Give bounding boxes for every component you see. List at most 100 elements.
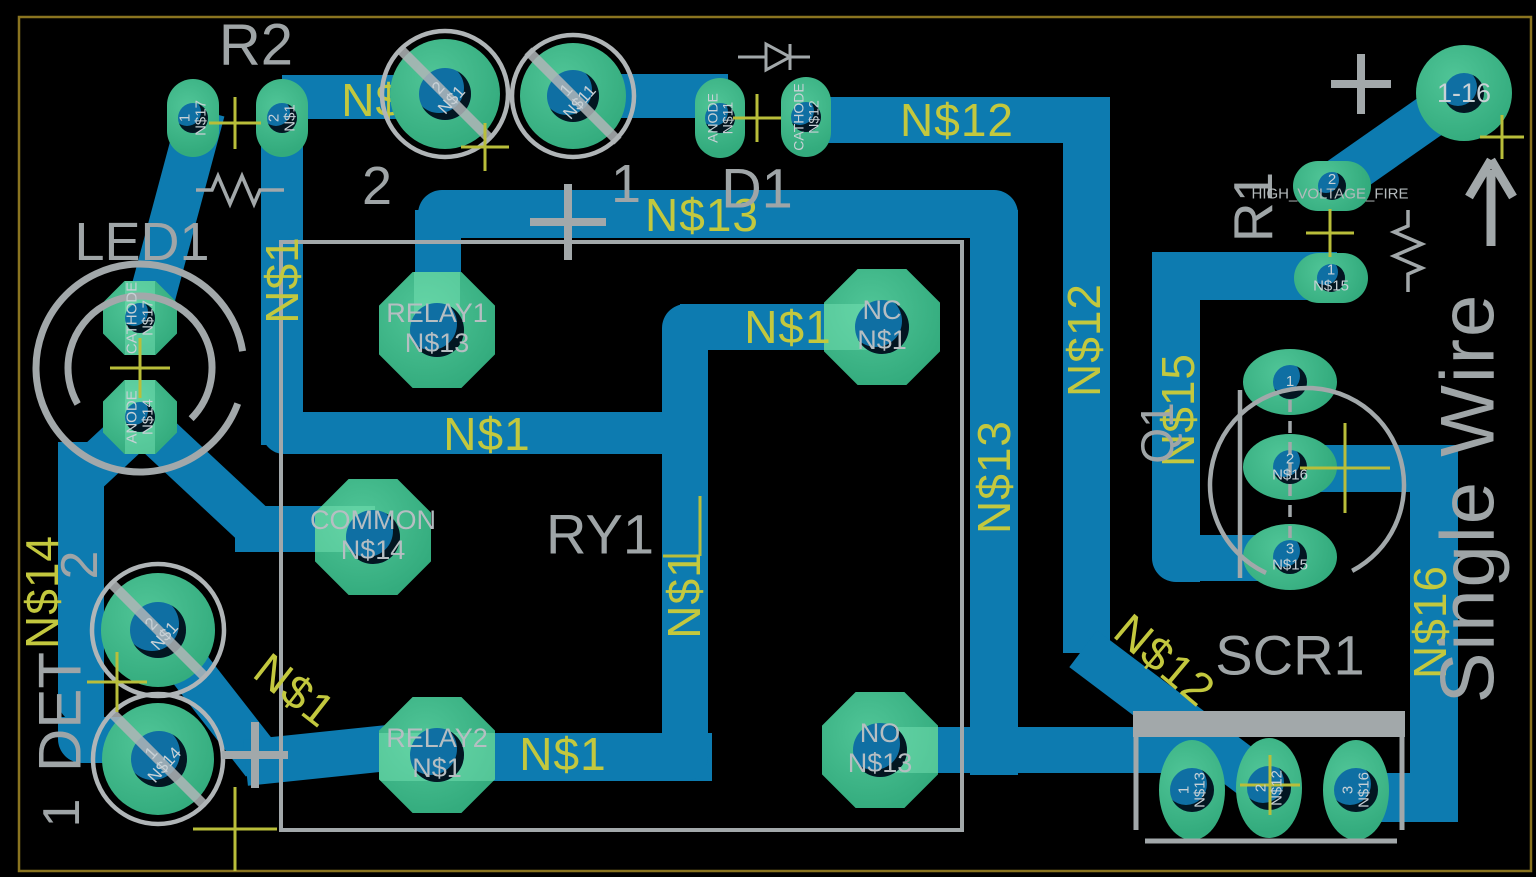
big2-slash [395,44,495,144]
hole-common [346,510,400,564]
up-arrow-icon [1465,157,1517,246]
label-r2: R2 [218,12,294,78]
hole-scr-3 [1334,768,1378,812]
net-label-n1-bottom: N$1 [519,728,607,780]
pad-text-r1-2: 2 [1327,171,1337,189]
det1-slash [107,708,209,810]
net-label-n1-r2: N$1 [256,236,308,324]
hole-relay1 [410,303,464,357]
hole-cross-6 [87,652,147,712]
hole-conn [1444,73,1484,113]
origin-cross-d1 [530,184,606,260]
d1-diode-symbol [738,41,810,73]
net-label-n1-nc: N$1 [744,301,832,353]
hole-led-anode [125,402,155,432]
hole-r1-2 [1318,172,1346,200]
label-det-pin2: 2 [51,550,109,580]
led1-inner-arc [64,292,216,444]
r2-resistor-symbol [196,171,284,209]
hole-q1-3 [1273,540,1307,574]
hole-cross-10 [1480,115,1524,159]
hole-led-cathode [125,303,155,333]
ry1-outline [279,240,964,832]
board-outline [17,15,1533,873]
trace-n13-top-horizontal[interactable] [418,190,1018,238]
pad-text-q1-1: 1 [1285,373,1295,391]
label-q1: Q1 [1131,402,1183,464]
hole-r2-1 [178,103,208,133]
pad-relay1[interactable] [379,272,495,388]
hole-cross-1 [209,97,261,149]
hole-nc [855,300,909,354]
trace-n12-top-horizontal[interactable] [806,97,1110,143]
led1-outer-arc [32,260,248,476]
q1-outline-circle [1207,385,1407,585]
label-high-voltage-fire: HIGH_VOLTAGE_FIRE [1251,185,1409,203]
hole-relay2 [410,728,464,782]
pad-text-conn: 1-16 [1436,77,1492,108]
trace-n15-vertical[interactable] [1152,252,1200,582]
hole-no [853,723,907,777]
hole-scr-1 [1170,768,1214,812]
airwire-elbow [663,496,702,558]
hole-cross-4 [1306,209,1354,257]
net-label-n1-vert: N$1 [658,551,710,639]
net-label-n13-vert: N$13 [968,420,1020,534]
big1-outline [509,32,637,160]
hole-cross-8 [1300,423,1390,513]
label-top-pin1: 1 [610,154,642,214]
label-d1: D1 [721,156,793,220]
trace-n13-vertical[interactable] [970,210,1018,775]
trace-n1-mid-horizontal[interactable] [262,412,708,454]
hole-cross-5 [110,338,170,398]
label-r1: R1 [1222,171,1284,243]
hole-cross-2 [461,123,509,171]
hole-cross-7 [193,787,277,871]
net-label-n12-top: N$12 [900,94,1014,146]
label-single-wire: Single Wire [1425,292,1511,704]
trace-n14-left-vertical[interactable] [58,442,104,724]
net-label-n1-mid: N$1 [443,408,531,460]
net-label-n13-top: N$13 [645,189,759,241]
label-led1: LED1 [74,212,210,272]
hole-cross-3 [733,94,781,142]
label-det: DET [26,652,94,772]
hole-d1-anode [705,103,735,133]
label-scr1: SCR1 [1215,623,1365,687]
big2-outline [379,28,511,160]
trace-n16-vertical[interactable] [1410,445,1458,822]
hole-cross-9 [1240,755,1300,815]
label-top-pin2: 2 [361,156,393,216]
hole-r1-1 [1317,264,1345,292]
trace-n12-vertical[interactable] [1063,97,1110,653]
det2-slash [106,578,210,682]
net-label-n12-vert: N$12 [1058,283,1110,397]
big1-slash [524,47,622,145]
label-det-pin1: 1 [33,798,91,828]
r1-resistor-symbol [1389,210,1427,292]
hole-r2-2 [267,103,297,133]
origin-cross-det [222,722,288,788]
label-ry1: RY1 [546,502,654,566]
origin-cross-conn [1331,54,1391,114]
scr1-tab [1133,711,1405,737]
